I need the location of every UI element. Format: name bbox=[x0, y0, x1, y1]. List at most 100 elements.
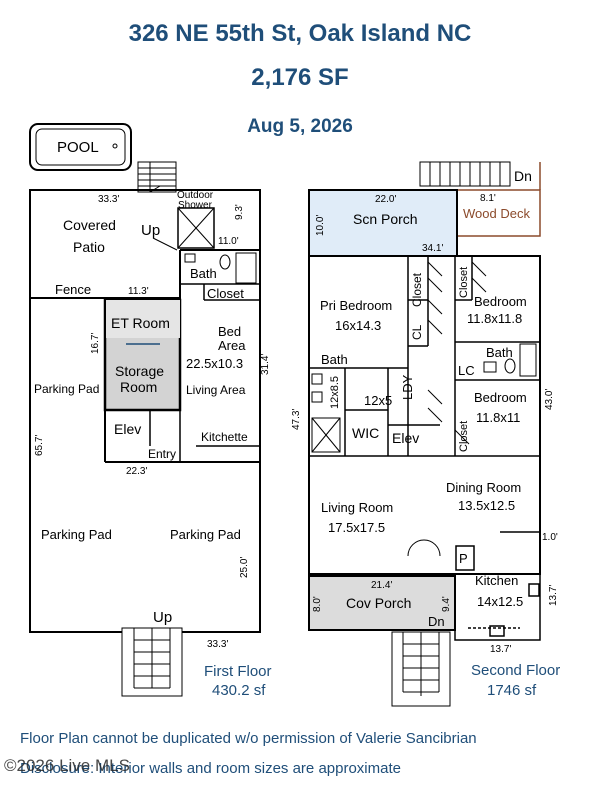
closet-label-c: Closet bbox=[458, 421, 470, 452]
dn-label-top: Dn bbox=[514, 168, 532, 184]
living-area-label: Living Area bbox=[186, 383, 246, 397]
dim-13-7-bottom: 13.7' bbox=[490, 644, 511, 655]
kitchen-label: Kitchen bbox=[475, 573, 518, 588]
dim-47-3: 47.3' bbox=[291, 409, 302, 430]
dim-13-7-right: 13.7' bbox=[548, 585, 559, 606]
pri-bedroom-label: Pri Bedroom bbox=[320, 298, 392, 313]
living-room-dims: 17.5x17.5 bbox=[328, 520, 385, 535]
dim-10-0: 10.0' bbox=[315, 215, 326, 236]
et-room-label: ET Room bbox=[111, 315, 170, 331]
dim-22-3: 22.3' bbox=[126, 466, 147, 477]
closet-label-a: Closet bbox=[410, 272, 424, 307]
second-floor-plan: Dn Wood Deck 8.1' 22.0' Scn Porch 10.0' … bbox=[291, 161, 560, 707]
sink-icon-second bbox=[483, 361, 497, 373]
scn-porch-label: Scn Porch bbox=[353, 211, 418, 227]
dim-9-3: 9.3' bbox=[234, 204, 245, 220]
kitchen-dims: 14x12.5 bbox=[477, 594, 523, 609]
up-label-bottom: Up bbox=[153, 609, 172, 626]
dim-9-4: 9.4' bbox=[441, 596, 452, 612]
closet-label-first: Closet bbox=[207, 286, 244, 301]
elev-label-second: Elev bbox=[392, 430, 419, 446]
dim-16-7: 16.7' bbox=[90, 333, 101, 354]
bath-right-label: Bath bbox=[486, 345, 513, 360]
fence-label: Fence bbox=[55, 282, 91, 297]
dining-room-dims: 13.5x12.5 bbox=[458, 498, 515, 513]
dim-25-0: 25.0' bbox=[239, 557, 250, 578]
dim-11-0: 11.0' bbox=[218, 236, 239, 247]
dim-34-1: 34.1' bbox=[422, 243, 443, 254]
bath-left-label: Bath bbox=[321, 352, 348, 367]
closet-label-b: Closet bbox=[458, 267, 470, 298]
wood-deck-label: Wood Deck bbox=[463, 206, 530, 221]
dim-31-4: 31.4' bbox=[260, 354, 271, 375]
parking-pad-right-label: Parking Pad bbox=[170, 527, 241, 542]
pool-outline bbox=[29, 123, 132, 171]
dim-33-3-top: 33.3' bbox=[98, 194, 119, 205]
bath-label-first: Bath bbox=[190, 266, 217, 281]
stair-bottom-first bbox=[121, 627, 183, 697]
toilet-icon-second bbox=[311, 373, 323, 385]
second-floor-outline bbox=[308, 255, 541, 575]
covered-patio-label-2: Patio bbox=[73, 239, 105, 255]
outdoor-shower-label-1: Outdoor bbox=[177, 190, 214, 201]
dim-12x8-5: 12x8.5 bbox=[329, 376, 341, 409]
dim-12x5: 12x5 bbox=[364, 393, 392, 408]
first-floor-plan: POOL Outdoor Shower 33.3' Covered Patio … bbox=[29, 123, 272, 699]
bedroom-2-dims: 11.8x11 bbox=[476, 410, 520, 425]
listing-address: 326 NE 55th St, Oak Island NC bbox=[128, 20, 472, 47]
total-square-footage: 2,176 SF bbox=[251, 64, 349, 91]
bed-area-label-1: Bed bbox=[218, 324, 241, 339]
stair-top-second bbox=[419, 161, 511, 187]
dim-11-3: 11.3' bbox=[128, 286, 149, 297]
storage-room-label-2: Room bbox=[120, 379, 157, 395]
cl-label: CL bbox=[410, 324, 424, 340]
bedroom-1-dims: 11.8x11.8 bbox=[467, 311, 522, 326]
wic-label: WIC bbox=[352, 425, 379, 441]
bedroom-2-label: Bedroom bbox=[474, 390, 527, 405]
second-floor-sf: 1746 sf bbox=[487, 682, 537, 699]
parking-pad-side-label: Parking Pad bbox=[34, 382, 99, 396]
first-floor-label: First Floor bbox=[204, 663, 272, 680]
watermark: ©2026 Live MLS bbox=[4, 756, 130, 775]
bed-area-label-2: Area bbox=[218, 338, 246, 353]
plan-date: Aug 5, 2026 bbox=[247, 116, 353, 137]
pri-bedroom-dims: 16x14.3 bbox=[335, 318, 381, 333]
ldy-label: LDY bbox=[400, 374, 415, 400]
pool-label: POOL bbox=[57, 139, 99, 156]
pantry-label: P bbox=[459, 551, 468, 566]
second-floor-label: Second Floor bbox=[471, 662, 560, 679]
screened-porch bbox=[308, 189, 458, 257]
dim-65-7: 65.7' bbox=[34, 435, 45, 456]
stair-bottom-second bbox=[391, 631, 451, 707]
up-label-top: Up bbox=[141, 222, 160, 239]
entry-label: Entry bbox=[148, 447, 176, 461]
dn-label-bottom: Dn bbox=[428, 614, 445, 629]
shower-icon-second bbox=[311, 417, 341, 453]
bathtub-icon bbox=[235, 252, 257, 284]
outdoor-shower-label-2: Shower bbox=[178, 200, 213, 211]
covered-porch bbox=[308, 575, 456, 631]
disclosure-text: Disclosure: Interior walls and room size… bbox=[20, 760, 401, 777]
dim-21-4: 21.4' bbox=[371, 580, 392, 591]
living-room-label: Living Room bbox=[321, 500, 393, 515]
dining-room-label: Dining Room bbox=[446, 480, 521, 495]
copyright-notice: Floor Plan cannot be duplicated w/o perm… bbox=[20, 730, 477, 747]
dim-22-0: 22.0' bbox=[375, 194, 396, 205]
stair-top-first bbox=[137, 161, 177, 193]
bathtub-icon-second bbox=[519, 343, 537, 377]
kitchette-label: Kitchette bbox=[201, 430, 248, 444]
cov-porch-label: Cov Porch bbox=[346, 595, 411, 611]
dim-8-0: 8.0' bbox=[312, 596, 323, 612]
bedroom-1-label: Bedroom bbox=[474, 294, 527, 309]
lc-label: LC bbox=[458, 363, 475, 378]
pool-ladder-icon bbox=[112, 143, 118, 149]
dim-1-0: 1.0' bbox=[542, 532, 558, 543]
bath-toilet-icon bbox=[184, 253, 196, 263]
dim-33-3-bottom: 33.3' bbox=[207, 639, 228, 650]
dim-8-1: 8.1' bbox=[480, 193, 496, 204]
bed-area-dims: 22.5x10.3 bbox=[186, 356, 243, 371]
first-floor-sf: 430.2 sf bbox=[212, 682, 266, 699]
parking-pad-left-label: Parking Pad bbox=[41, 527, 112, 542]
storage-room-label-1: Storage bbox=[115, 363, 164, 379]
